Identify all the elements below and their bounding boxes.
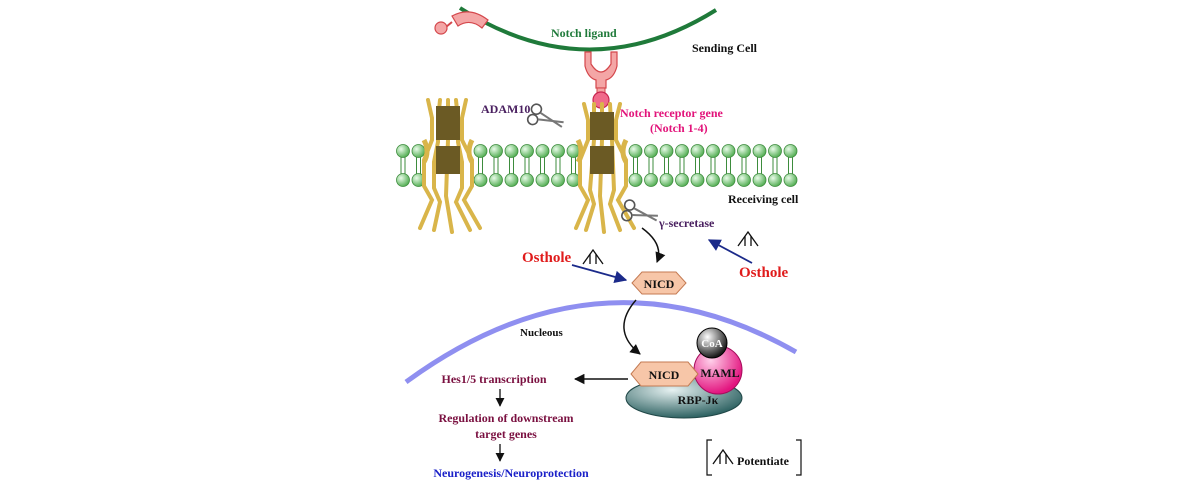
outcome-label: Neurogenesis/Neuroprotection (433, 466, 589, 480)
coa-label: CoA (701, 338, 722, 350)
transcription-complex: RBP-Jκ MAML CoA NICD (625, 327, 743, 419)
arrow-cleavage-to-nicd (641, 227, 666, 263)
rbp-label: RBP-Jκ (678, 393, 719, 407)
sending-cell-label: Sending Cell (692, 41, 758, 55)
regulation-label-line1: Regulation of downstream (438, 411, 573, 425)
ligand-left (434, 11, 489, 35)
nicd-cytoplasm: NICD (631, 271, 687, 295)
svg-text:NICD: NICD (644, 277, 675, 291)
hes-transcription-label: Hes1/5 transcription (442, 372, 547, 386)
scissors-icon (526, 103, 564, 128)
notch-receptor-left (418, 98, 482, 234)
nicd-nuclear (630, 361, 699, 387)
nicd-nuclear-label: NICD (649, 368, 680, 382)
osthole-right-label: Osthole (739, 265, 789, 281)
nucleus-envelope (404, 300, 798, 385)
notch-ligand-label: Notch ligand (551, 26, 617, 40)
osthole-left-label: Osthole (522, 250, 572, 266)
notch-receptor-label-line1: Notch receptor gene (620, 106, 724, 120)
potentiate-arrow-icon (737, 230, 759, 247)
scissors-icon (621, 199, 658, 222)
arrow-osthole-left (571, 264, 628, 284)
maml-label: MAML (700, 366, 739, 380)
receiving-cell-label: Receiving cell (728, 192, 799, 206)
gamma-secretase-label: γ-secretase (658, 216, 715, 230)
nucleus-label: Nucleous (520, 327, 564, 339)
arrow-osthole-right (707, 239, 753, 264)
receiving-cell-membrane (396, 144, 798, 187)
legend: Potentiate (706, 439, 802, 476)
adam10-label: ADAM10 (481, 102, 530, 116)
coa (696, 327, 728, 359)
notch-receptor-label-line2: (Notch 1-4) (650, 121, 708, 135)
potentiate-arrow-icon (582, 248, 604, 265)
potentiate-arrow-icon (712, 448, 734, 465)
ligand-bound (584, 51, 618, 109)
legend-potentiate-label: Potentiate (737, 454, 790, 468)
arrow-nicd-to-nucleus (623, 299, 641, 355)
sending-cell-membrane (458, 6, 718, 52)
regulation-label-line2: target genes (475, 427, 537, 441)
notch-receptor-center (574, 102, 636, 234)
